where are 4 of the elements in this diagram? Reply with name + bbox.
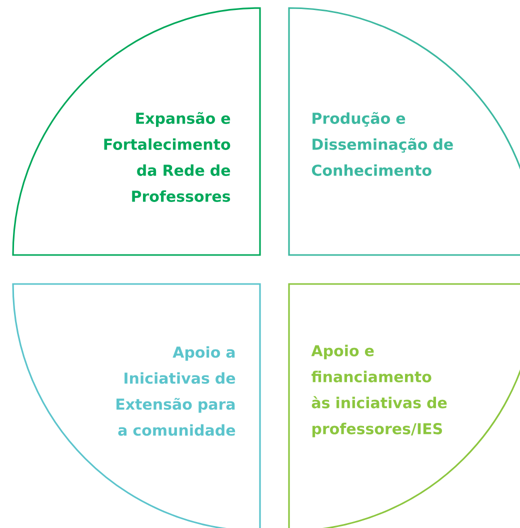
quadrant-sector: Apoio e financiamento às iniciativas de professores/IES	[288, 283, 520, 528]
quadrant-sector: Apoio a Iniciativas de Extensão para a comunidade	[12, 283, 261, 528]
quadrant-sector: Expansão e Fortalecimento da Rede de Professores	[12, 7, 261, 256]
quadrant-sector: Produção e Disseminação de Conhecimento	[288, 7, 520, 256]
